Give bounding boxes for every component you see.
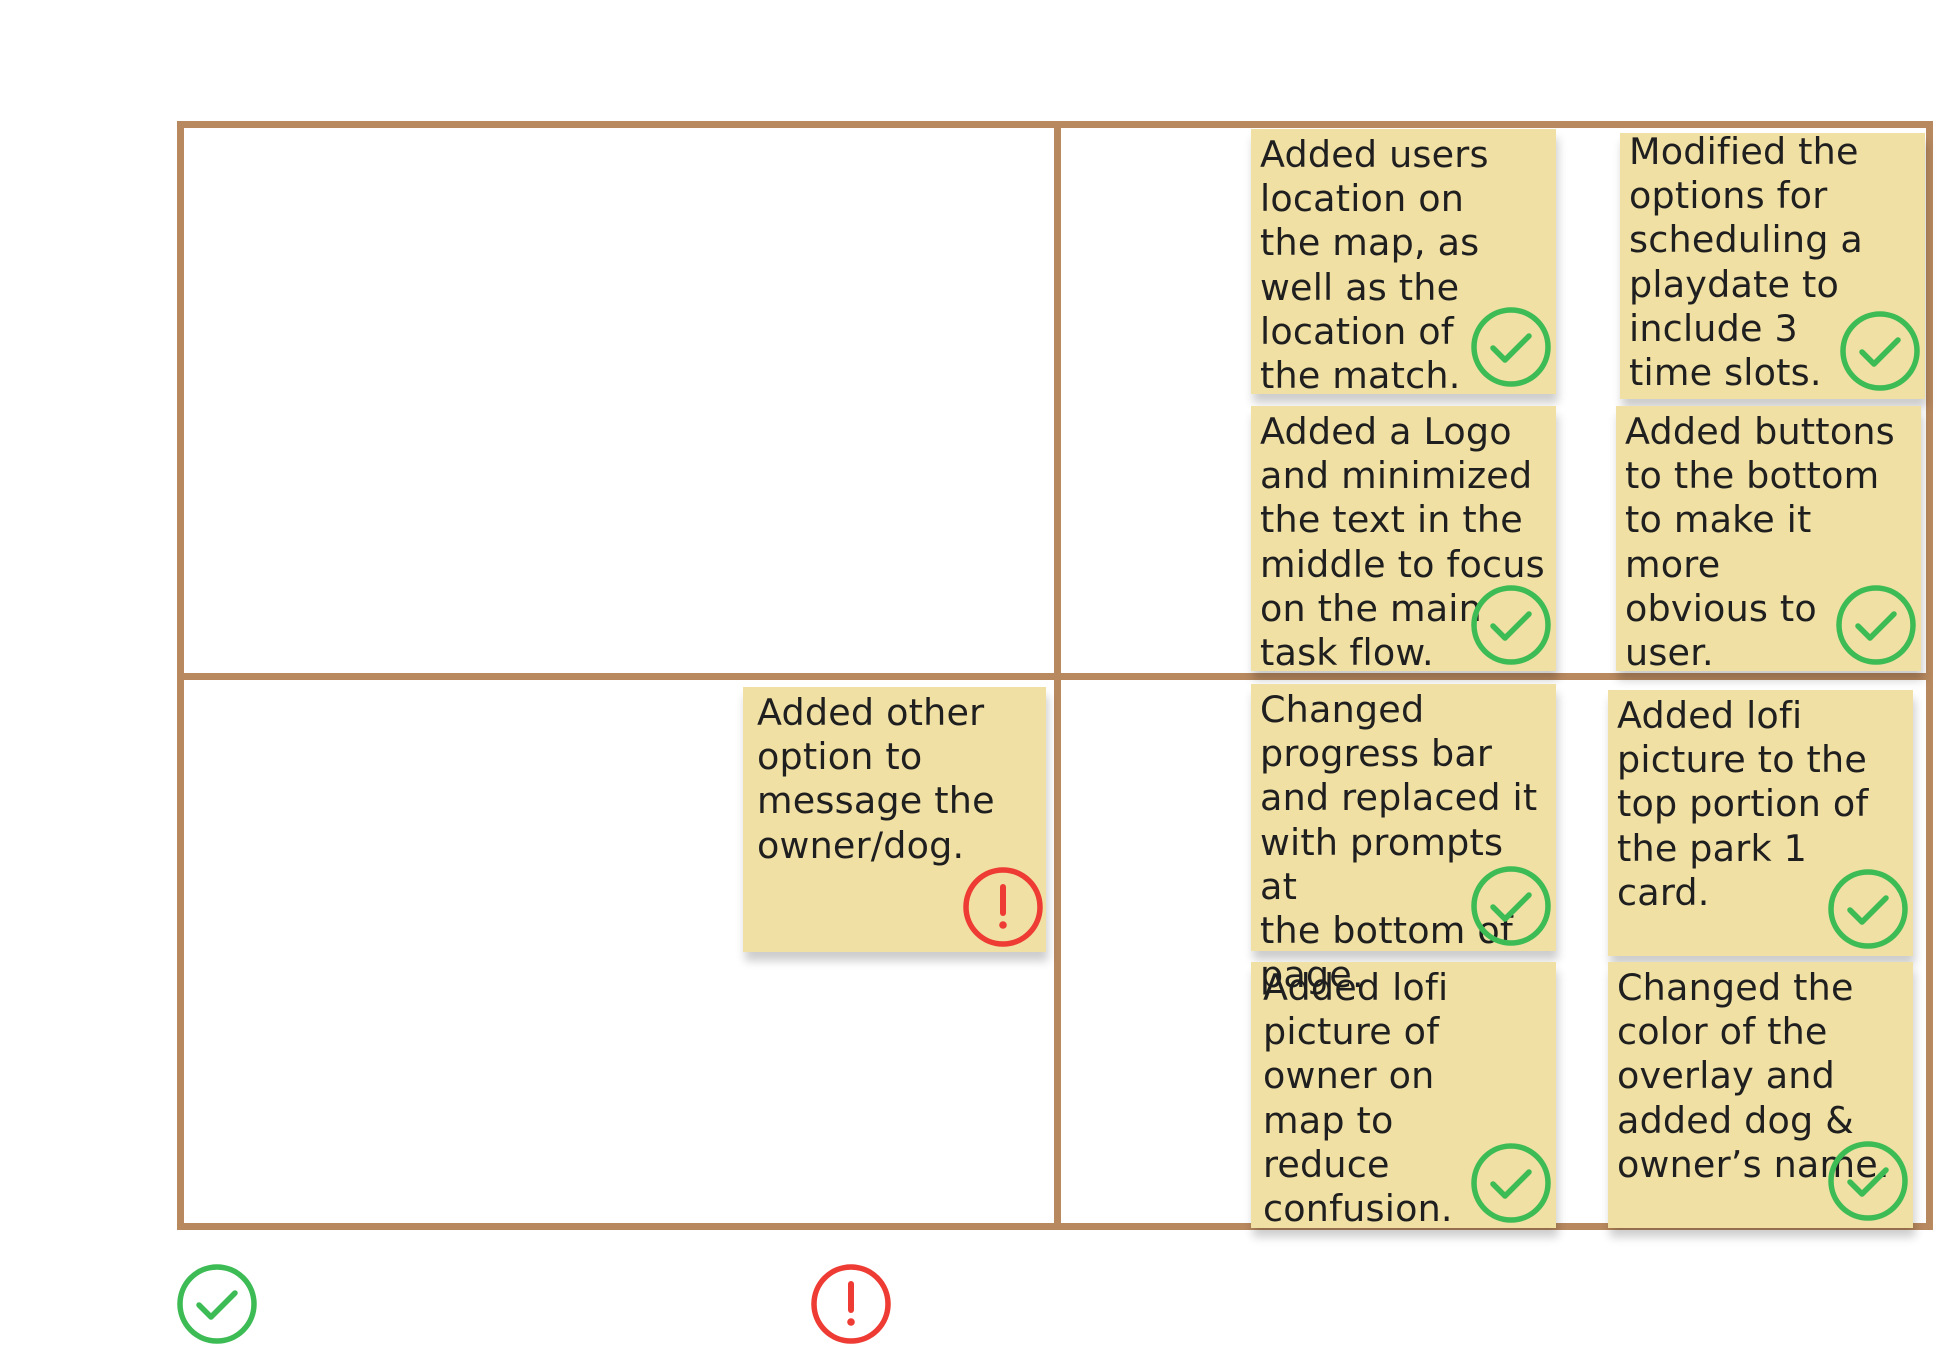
sticky-note-text: Modified the options for scheduling a pl… xyxy=(1629,130,1863,395)
legend-exclamation-circle-icon xyxy=(811,1264,891,1344)
check-circle-icon xyxy=(1836,585,1916,665)
sticky-note[interactable]: Added users location on the map, as well… xyxy=(1251,129,1556,397)
sticky-note[interactable]: Added lofi picture to the top portion of… xyxy=(1608,690,1913,956)
check-circle-icon xyxy=(1471,866,1551,946)
legend-check-circle-icon xyxy=(177,1264,257,1344)
sticky-note-text: Added lofi picture of owner on map to re… xyxy=(1263,966,1453,1231)
sticky-note[interactable]: Changed progress bar and replaced it wit… xyxy=(1251,684,1556,996)
check-circle-icon xyxy=(1828,1141,1908,1221)
check-circle-icon xyxy=(1471,1143,1551,1223)
sticky-note[interactable]: Added lofi picture of owner on map to re… xyxy=(1251,962,1556,1231)
sticky-note[interactable]: Added other option to message the owner/… xyxy=(743,687,1046,952)
sticky-note[interactable]: Changed the color of the overlay and add… xyxy=(1608,962,1913,1228)
check-circle-icon xyxy=(1828,869,1908,949)
sticky-note[interactable]: Added a Logo and minimized the text in t… xyxy=(1251,406,1556,674)
sticky-note[interactable]: Modified the options for scheduling a pl… xyxy=(1620,130,1925,399)
sticky-note-text: Added users location on the map, as well… xyxy=(1260,133,1489,398)
sticky-note-text: Added buttons to the bottom to make it m… xyxy=(1625,410,1895,675)
sticky-note[interactable]: Added buttons to the bottom to make it m… xyxy=(1616,406,1921,674)
quadrant-top-left xyxy=(184,128,1054,673)
check-circle-icon xyxy=(1471,585,1551,665)
sticky-note-text: Added other option to message the owner/… xyxy=(757,691,995,867)
sticky-note-text: Added a Logo and minimized the text in t… xyxy=(1260,410,1545,675)
exclamation-circle-icon xyxy=(963,867,1043,947)
sticky-note-text: Changed the color of the overlay and add… xyxy=(1617,966,1890,1186)
sticky-note-text: Added lofi picture to the top portion of… xyxy=(1617,694,1869,914)
sticky-note-text: Changed progress bar and replaced it wit… xyxy=(1260,688,1538,997)
check-circle-icon xyxy=(1840,311,1920,391)
matrix-divider-horizontal xyxy=(177,673,1933,680)
check-circle-icon xyxy=(1471,307,1551,387)
